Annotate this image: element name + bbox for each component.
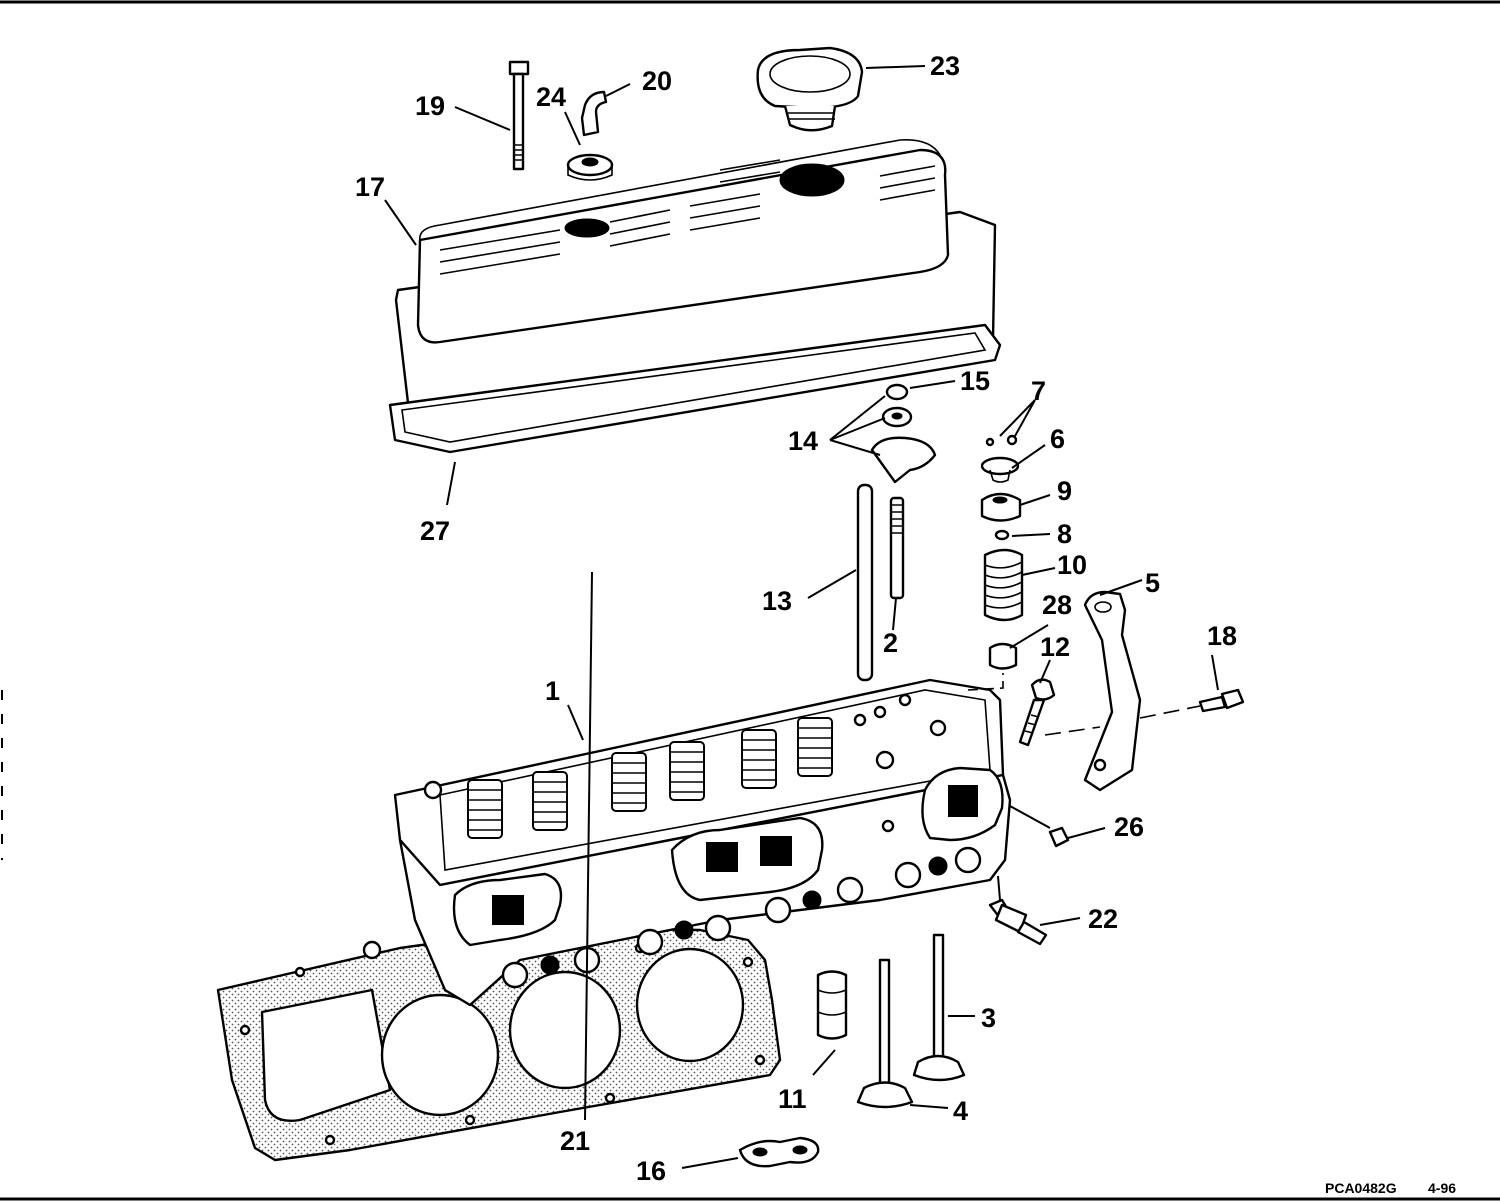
valve-3 [912, 933, 966, 1082]
callout-23: 23 [930, 51, 960, 81]
callout-9: 9 [1057, 476, 1072, 506]
callout-10: 10 [1057, 550, 1087, 580]
figure-date: 4-96 [1428, 1180, 1456, 1196]
callout-26: 26 [1114, 812, 1144, 842]
callout-14: 14 [788, 426, 818, 456]
callout-24: 24 [536, 82, 566, 112]
temperature-sender-22 [988, 898, 1048, 946]
callout-17: 17 [355, 172, 385, 202]
callout-3: 3 [981, 1003, 996, 1033]
valve-keepers-7 [985, 434, 1018, 447]
grommet-24 [566, 153, 614, 181]
callout-28: 28 [1042, 590, 1072, 620]
valve-cover-gasket [388, 323, 1002, 454]
callout-8: 8 [1057, 519, 1072, 549]
callout-18: 18 [1207, 621, 1237, 651]
callout-15: 15 [960, 366, 990, 396]
valve-cover [394, 138, 997, 440]
callout-16: 16 [636, 1156, 666, 1186]
cylinder-head [393, 678, 1012, 1007]
seal-8 [994, 529, 1010, 541]
retainer-6 [980, 456, 1020, 483]
rocker-pivot [881, 406, 913, 428]
leader-lines [384, 65, 1219, 1169]
callout-22: 22 [1088, 904, 1118, 934]
callout-11: 11 [778, 1084, 807, 1114]
bolt-18 [1198, 688, 1245, 713]
figure-code: PCA0482G [1325, 1180, 1397, 1196]
callout-4: 4 [953, 1096, 968, 1126]
cap-9 [980, 492, 1022, 522]
plug-26 [1048, 826, 1070, 848]
callout-7: 7 [1031, 376, 1046, 406]
shim-28 [988, 642, 1018, 670]
rocker-arm [870, 436, 937, 484]
lifting-bracket-5 [1083, 590, 1142, 792]
callout-20: 20 [642, 66, 672, 96]
callout-19: 19 [415, 91, 445, 121]
lifter-11 [816, 970, 848, 1040]
callout-1: 1 [545, 676, 560, 706]
callout-13: 13 [762, 586, 792, 616]
oil-filler-cap [756, 46, 864, 132]
callout-5: 5 [1145, 568, 1160, 598]
bolt-19 [508, 60, 530, 171]
head-gasket [216, 926, 782, 1162]
rocker-nut-15 [885, 383, 909, 401]
callout-2: 2 [883, 628, 898, 658]
callout-6: 6 [1050, 424, 1065, 454]
callout-12: 12 [1040, 632, 1070, 662]
valve-spring-10 [983, 548, 1024, 622]
elbow-20 [580, 90, 608, 137]
callout-labels: 1 2 3 4 5 6 7 8 9 10 11 12 13 14 15 16 1… [355, 51, 1237, 1186]
valve-4 [856, 958, 914, 1109]
callout-21: 21 [560, 1126, 590, 1156]
guide-plate-16 [738, 1136, 820, 1168]
stud-2 [889, 496, 905, 600]
bolt-12 [1018, 678, 1056, 747]
pushrod-13 [856, 483, 874, 682]
callout-27: 27 [420, 516, 450, 546]
